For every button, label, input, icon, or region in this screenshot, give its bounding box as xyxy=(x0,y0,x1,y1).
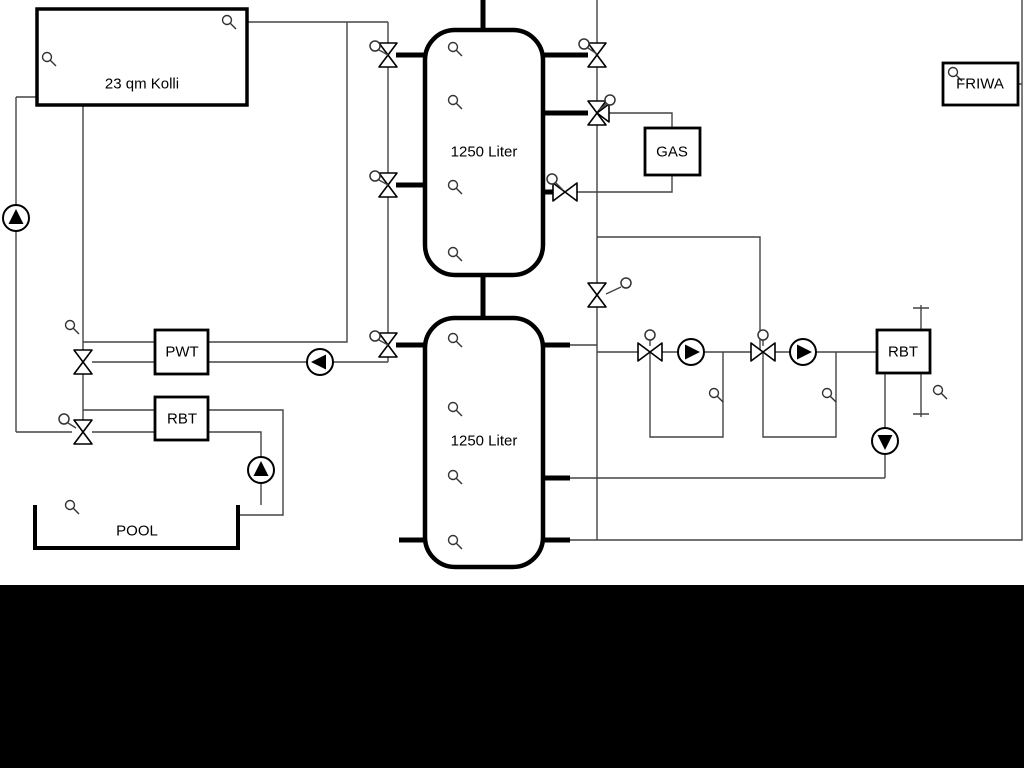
friwa-label: FRIWA xyxy=(956,76,1004,93)
actuator-icon xyxy=(644,329,656,341)
rbt-right-box xyxy=(875,328,932,375)
pipe-sensor-icon xyxy=(64,319,80,335)
solar-collector-box xyxy=(35,7,249,107)
gas-return-valve-icon xyxy=(552,182,578,202)
actuator-icon xyxy=(757,329,769,341)
pwt-secondary-pump-icon xyxy=(306,348,334,376)
bottom-black-band xyxy=(0,585,1024,768)
actuator-icon xyxy=(369,40,381,52)
pool-pipes xyxy=(83,409,284,516)
circuit2-return-sensor-icon xyxy=(821,387,837,403)
pwt-label: PWT xyxy=(165,344,198,361)
actuator-icon xyxy=(369,170,381,182)
rbt-right-label: RBT xyxy=(888,344,918,361)
rbt-left-label: RBT xyxy=(167,411,197,428)
distribution-valve-icon xyxy=(587,282,607,308)
gas-boiler-pipes xyxy=(576,0,673,540)
heating-circuit-pipes xyxy=(570,236,877,438)
pool-basin xyxy=(33,505,240,550)
actuator-icon xyxy=(604,94,616,106)
rbt-right-pump-icon xyxy=(871,427,899,455)
solar-collector-pipes xyxy=(15,21,389,444)
rbt-right-sensor-icon xyxy=(932,384,948,400)
tank-top-right-valve-icon xyxy=(587,42,607,68)
pwt-heat-exchanger-box xyxy=(153,328,210,376)
gas-label: GAS xyxy=(656,144,688,161)
dhw-pipes xyxy=(570,0,1023,541)
valve-actuator-stems xyxy=(67,47,764,429)
actuator-icon xyxy=(620,277,632,289)
collector-label: 23 qm Kolli xyxy=(105,76,179,93)
rbt-left-box xyxy=(153,395,210,442)
actuator-icon xyxy=(58,413,70,425)
actuator-icon xyxy=(546,173,558,185)
solar-pool-valve-icon xyxy=(73,419,93,445)
actuator-icon xyxy=(578,38,590,50)
tank-top-label: 1250 Liter xyxy=(451,144,518,161)
heating-circuit1-pump-icon xyxy=(677,338,705,366)
buffer-tank-bottom xyxy=(422,315,546,570)
pwt-pipes xyxy=(83,22,388,363)
pool-sensor-icon xyxy=(64,499,80,515)
actuator-icon xyxy=(369,330,381,342)
tank-connection-stubs xyxy=(396,0,588,543)
pool-pump-icon xyxy=(247,456,275,484)
gas-boiler-box xyxy=(643,126,702,177)
heating-circuit2-pump-icon xyxy=(789,338,817,366)
circuit1-return-sensor-icon xyxy=(708,387,724,403)
solar-pwt-valve-icon xyxy=(73,349,93,375)
pool-label: POOL xyxy=(116,523,158,540)
buffer-tank-top xyxy=(422,27,546,278)
tank-bottom-label: 1250 Liter xyxy=(451,433,518,450)
solar-pump-icon xyxy=(2,204,30,232)
